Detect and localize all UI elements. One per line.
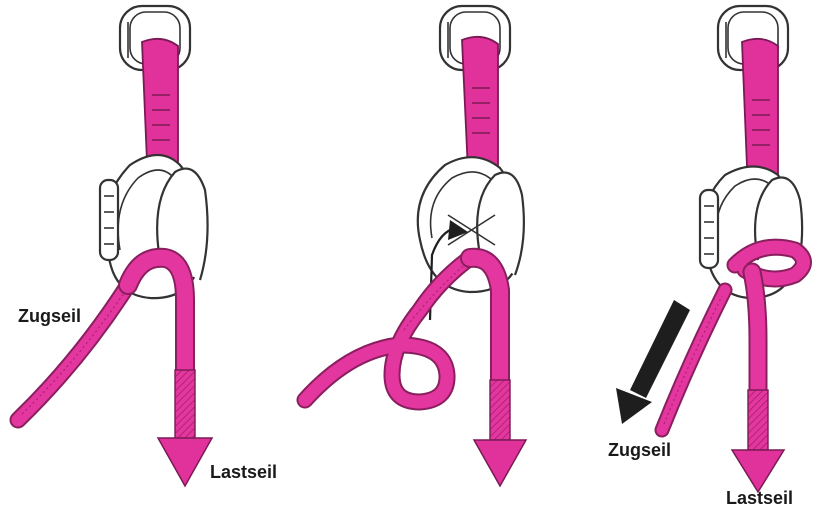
arrow-down-icon — [474, 440, 526, 486]
panel-2 — [305, 6, 526, 486]
label-pull-rope-1: Zugseil — [18, 306, 81, 327]
label-load-rope-3: Lastseil — [726, 488, 793, 509]
arrow-down-icon — [732, 450, 784, 492]
arrow-down-icon — [158, 438, 212, 486]
sling-icon — [462, 37, 498, 177]
label-pull-rope-3: Zugseil — [608, 440, 671, 461]
panel-3 — [616, 6, 804, 492]
panel-1 — [18, 6, 212, 486]
label-load-rope-1: Lastseil — [210, 462, 277, 483]
carabiner-icon — [418, 157, 524, 292]
